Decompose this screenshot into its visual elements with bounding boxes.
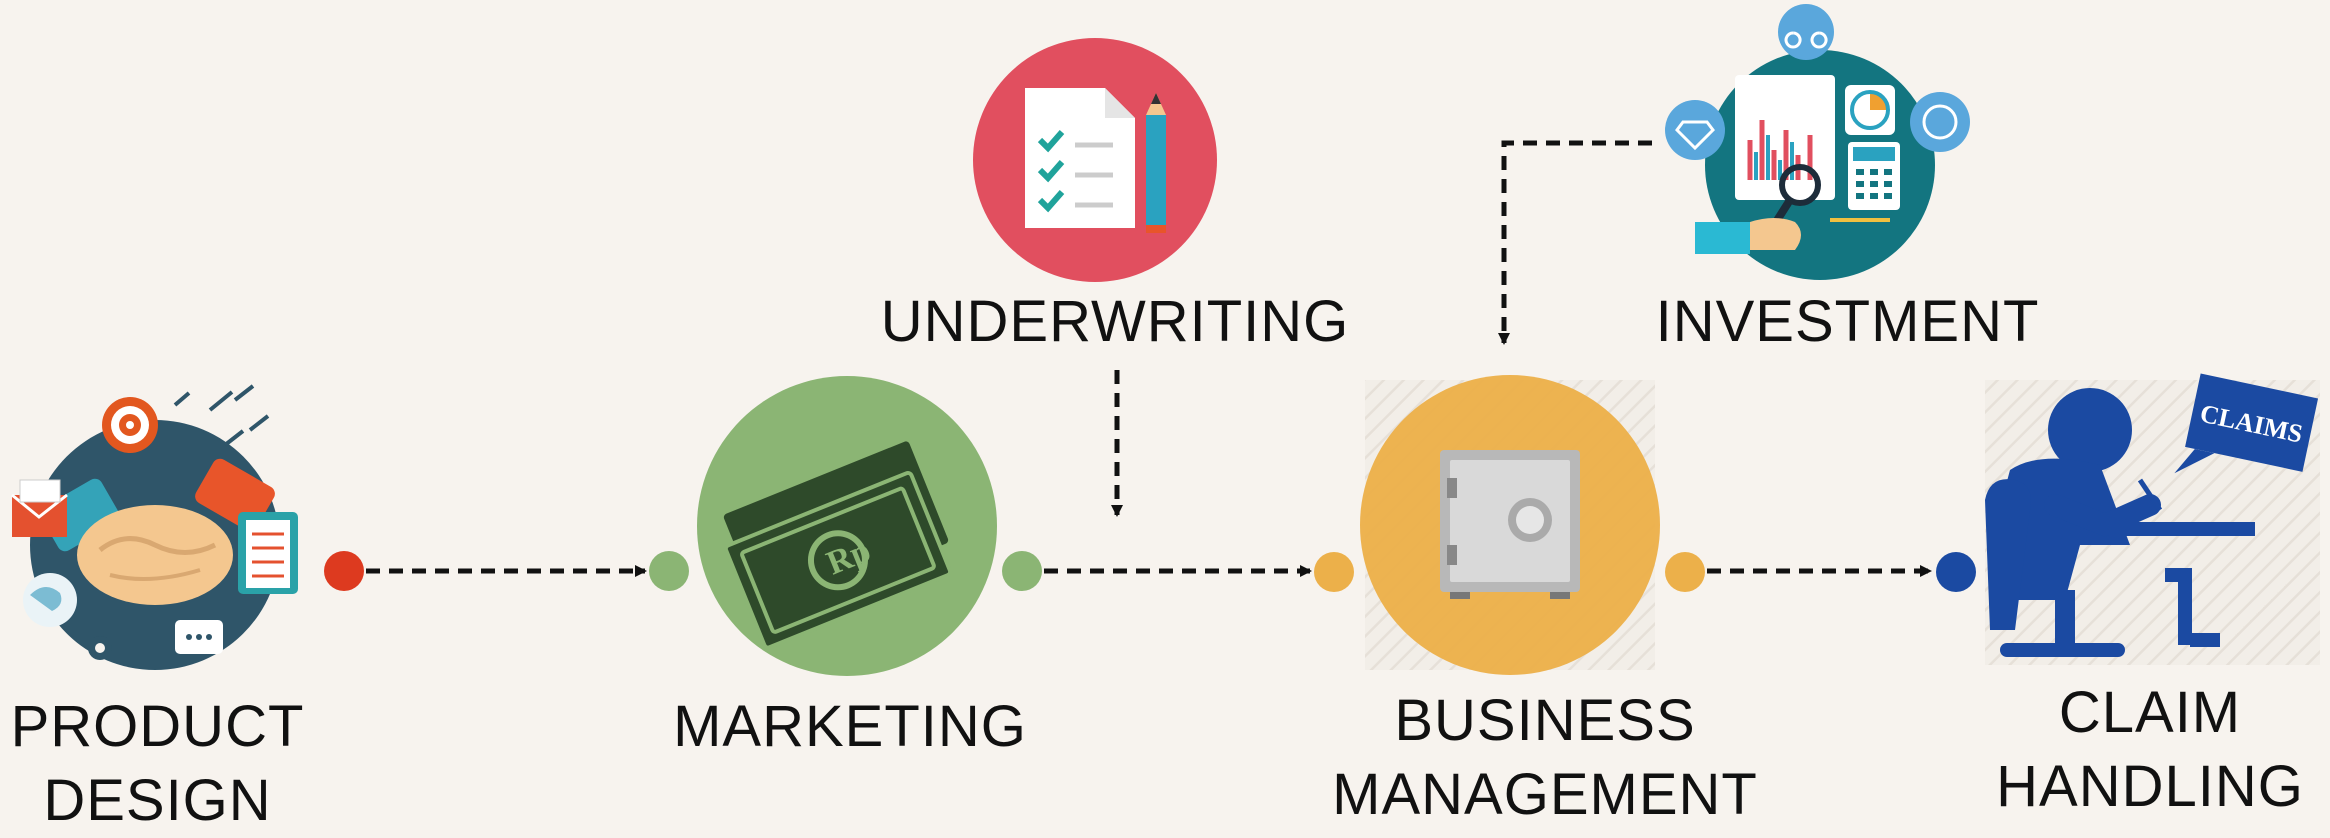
investment-label: INVESTMENT [1655,289,2040,354]
glasses-badge [1778,4,1834,60]
arrow-investment-to-business [1498,140,1652,345]
underwriting-label: UNDERWRITING [880,289,1350,354]
safe-icon [1360,375,1660,675]
claim-handling-line2: HANDLING [1996,754,2304,819]
claims-worker-icon: CLAIMS [1985,373,2319,657]
globe-badge [1910,92,1970,152]
marketing-out-node [1002,551,1042,591]
checklist-icon [973,38,1217,282]
business-in-node [1314,552,1354,592]
business-out-node [1665,552,1705,592]
business-management-line1: BUSINESS [1394,688,1696,753]
product-design-out-node [324,551,364,591]
business-management-label: BUSINESS MANAGEMENT [1320,684,1770,832]
marketing-in-node [649,551,689,591]
claims-in-node [1936,552,1976,592]
claim-handling-line1: CLAIM [2058,680,2242,745]
handshake-icon [11,384,298,670]
business-management-line2: MANAGEMENT [1332,762,1758,827]
analysis-icon [1665,4,1970,280]
flow-connectors [324,140,1976,592]
money-icon: Rp [697,376,997,676]
product-design-line1: PRODUCT [10,694,305,759]
claim-handling-label: CLAIM HANDLING [1990,676,2310,824]
marketing-label: MARKETING [673,694,1027,759]
product-design-line2: DESIGN [43,768,272,833]
diamond-badge [1665,100,1725,160]
product-design-label: PRODUCT DESIGN [5,690,310,838]
